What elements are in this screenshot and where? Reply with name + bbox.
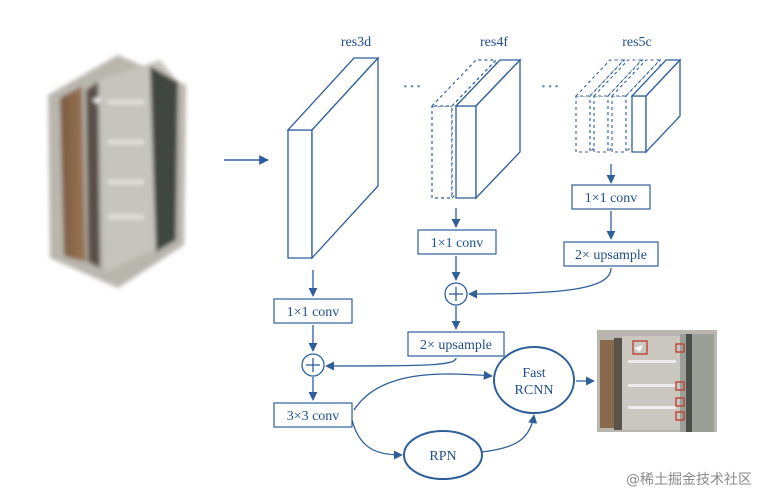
- detection-box-4: [675, 397, 685, 407]
- res4f-upsample-label: 2× upsample: [420, 338, 492, 353]
- res3d-conv1x1-label: 1×1 conv: [287, 305, 340, 320]
- res4f-conv1x1-label: 1×1 conv: [431, 236, 484, 251]
- sum-node-res4f: [444, 282, 468, 306]
- res5c-block-solid: [630, 58, 682, 154]
- res5c-upsample-box: [563, 241, 659, 267]
- detection-box-2: [675, 343, 685, 353]
- conv3x3-to-rpn-arrow: [351, 419, 403, 460]
- conv3x3-box: [273, 402, 353, 428]
- res4f-label: res4f: [480, 35, 508, 50]
- res5c-label: res5c: [622, 35, 652, 50]
- res5c-upsample-to-sum-arrow: [468, 267, 612, 299]
- rpn-node: [403, 430, 483, 480]
- output-detection-image: [597, 330, 717, 432]
- fast-rcnn-node: [493, 346, 575, 414]
- sum-node-res3d: [301, 353, 325, 377]
- res5c-conv1x1-box: [571, 184, 651, 210]
- conv3x3-label: 3×3 conv: [287, 409, 340, 424]
- res3d-label: res3d: [341, 35, 371, 50]
- fast-rcnn-label-line2: RCNN: [515, 383, 554, 398]
- detection-box-1: [632, 340, 648, 355]
- rpn-to-fast-rcnn-arrow: [481, 414, 538, 453]
- res4f-block-solid: [454, 58, 522, 200]
- rpn-label: RPN: [429, 449, 456, 464]
- res4f-upsample-to-sum-arrow: [325, 357, 457, 371]
- watermark-text: @稀土掘金技术社区: [626, 472, 752, 488]
- res4f-conv1x1-box: [417, 229, 497, 255]
- ellipsis-dots-2: • • •: [541, 81, 558, 93]
- detection-box-3: [675, 381, 685, 391]
- fast-rcnn-label-line1: Fast: [522, 366, 545, 381]
- res4f-upsample-box: [407, 331, 505, 357]
- input-aerial-image: [48, 55, 186, 288]
- res5c-conv1x1-label: 1×1 conv: [585, 191, 638, 206]
- ellipsis-dots-1: • • •: [403, 81, 420, 93]
- res3d-block: [286, 56, 380, 260]
- res3d-conv1x1-box: [273, 298, 353, 324]
- conv3x3-to-fast-rcnn-arrow: [353, 370, 493, 411]
- detection-box-5: [675, 411, 685, 421]
- res5c-upsample-label: 2× upsample: [575, 248, 647, 263]
